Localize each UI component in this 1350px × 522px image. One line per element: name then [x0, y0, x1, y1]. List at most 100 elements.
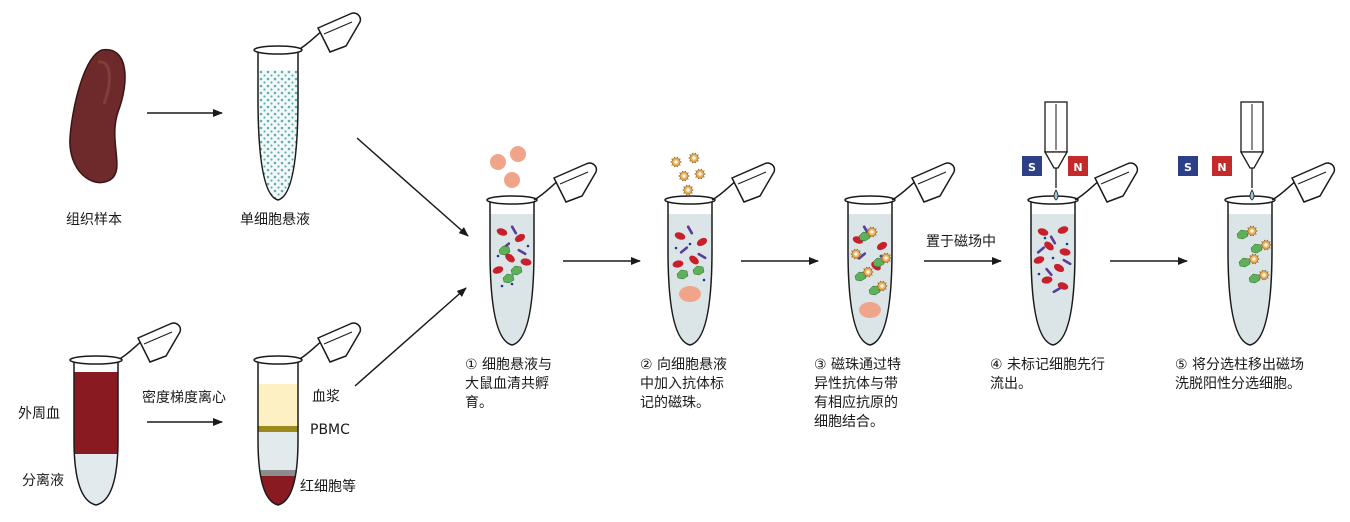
step-4-line-1: ④ 未标记细胞先行: [990, 357, 1106, 373]
bead-core: [682, 174, 686, 178]
tube-lid: [552, 162, 598, 203]
pole-n-5: N: [1217, 161, 1226, 174]
antigen-dot: [1043, 236, 1047, 240]
antigen-dot: [526, 244, 530, 248]
step-4-tube: [1027, 162, 1139, 346]
red-cell: [492, 266, 504, 274]
tube-rim: [664, 195, 716, 205]
bead-core: [692, 156, 696, 160]
red-cell: [496, 228, 508, 236]
antigen-dot: [674, 246, 678, 250]
green-cell: [502, 273, 515, 284]
red-cell: [520, 258, 532, 266]
step-2-tube: [664, 162, 776, 346]
step-3-tube: [844, 162, 956, 346]
red-cell: [505, 253, 515, 263]
tube-fluid: [1031, 214, 1075, 345]
bead-core: [698, 172, 702, 176]
step-2-line-3: 记的磁珠。: [640, 395, 710, 411]
syringe-step5: [1239, 101, 1265, 201]
step-5-tube: [1224, 162, 1336, 346]
serum-pellet: [859, 302, 881, 318]
antigen-dot: [496, 254, 500, 258]
tube-outline: [667, 199, 713, 346]
step-1-line-1: ① 细胞悬液与: [465, 357, 553, 373]
antigen-dot: [510, 282, 514, 286]
floating-beads: [670, 152, 706, 196]
tube-lid-line: [737, 171, 767, 185]
step-4-text: ④ 未标记细胞先行 流出。: [990, 356, 1105, 394]
tissue-highlight: [97, 60, 111, 105]
tube-outline: [489, 199, 535, 346]
magnet-step5: [1178, 156, 1232, 176]
pole-s-5: S: [1184, 161, 1192, 174]
step-5-line-1: ⑤ 将分选柱移出磁场: [1175, 357, 1305, 373]
red-cell: [514, 233, 526, 243]
green-cell: [868, 285, 881, 296]
tube-rim: [1027, 195, 1079, 205]
antigen-dot: [688, 242, 692, 246]
green-cell: [692, 265, 705, 276]
bead-core: [870, 230, 874, 234]
syringe-step4: [1043, 101, 1069, 201]
red-cell: [1057, 226, 1069, 234]
tube-outline: [1030, 199, 1076, 346]
purple-cell: [857, 252, 867, 260]
green-cell: [1248, 273, 1261, 284]
bead-core: [880, 284, 884, 288]
label-separation-medium: 分离液: [22, 473, 64, 489]
step-4-line-2: 流出。: [990, 376, 1032, 392]
tube-lid: [730, 162, 776, 203]
antigen-dot: [702, 278, 706, 282]
bead-core: [686, 188, 690, 192]
purple-cell: [517, 248, 527, 256]
label-red-cells: 红细胞等: [300, 479, 356, 495]
tube-lid-line: [1100, 171, 1130, 185]
antigen-dot: [1065, 242, 1069, 246]
step-tubes: [486, 162, 1336, 346]
tube-lid: [910, 162, 956, 203]
serum-pellet: [679, 286, 701, 302]
green-cell: [1250, 243, 1263, 254]
step-3-line-2: 异性抗体与带: [814, 376, 898, 392]
red-cell: [1033, 256, 1045, 264]
pole-s-4: S: [1028, 161, 1036, 174]
antigen-dot: [500, 284, 504, 288]
tube-lid-line: [917, 171, 947, 185]
step-1-line-2: 大鼠血清共孵: [465, 376, 549, 392]
label-magnet: 置于磁场中: [926, 234, 996, 250]
green-cell: [676, 269, 689, 280]
green-cell: [1238, 257, 1251, 268]
bead-core: [884, 256, 888, 260]
purple-cell: [1045, 267, 1053, 277]
antigen-dot: [1037, 272, 1041, 276]
step-5-text: ⑤ 将分选柱移出磁场 洗脱阳性分选细胞。: [1175, 356, 1304, 394]
green-cell: [1236, 229, 1249, 240]
antigen-dot: [1051, 256, 1055, 260]
label-density-centrifugation: 密度梯度离心: [142, 390, 226, 406]
red-cell: [674, 232, 686, 240]
purple-cell: [1036, 246, 1046, 254]
red-cell: [1037, 228, 1049, 236]
step-2-line-1: ② 向细胞悬液: [640, 357, 728, 373]
tube-rim: [844, 195, 896, 205]
label-pbmc: PBMC: [310, 422, 350, 438]
step-3-line-1: ③ 磁珠通过特: [814, 357, 902, 373]
bead-core: [674, 160, 678, 164]
step-1-tube: [486, 162, 598, 346]
step-2-text: ② 向细胞悬液 中加入抗体标 记的磁珠。: [640, 356, 727, 413]
green-cell: [498, 245, 511, 256]
red-cell: [672, 260, 684, 268]
tube-outline: [847, 199, 893, 346]
red-cell: [696, 237, 708, 247]
green-cell: [854, 271, 867, 282]
label-peripheral-blood: 外周血: [18, 406, 60, 422]
tube-single-cell: [253, 12, 362, 201]
purple-cell: [697, 252, 707, 260]
rat-serum-blob: [490, 154, 506, 170]
step-1-line-3: 育。: [465, 395, 493, 411]
purple-cell: [1052, 286, 1062, 294]
red-cell: [876, 241, 888, 251]
